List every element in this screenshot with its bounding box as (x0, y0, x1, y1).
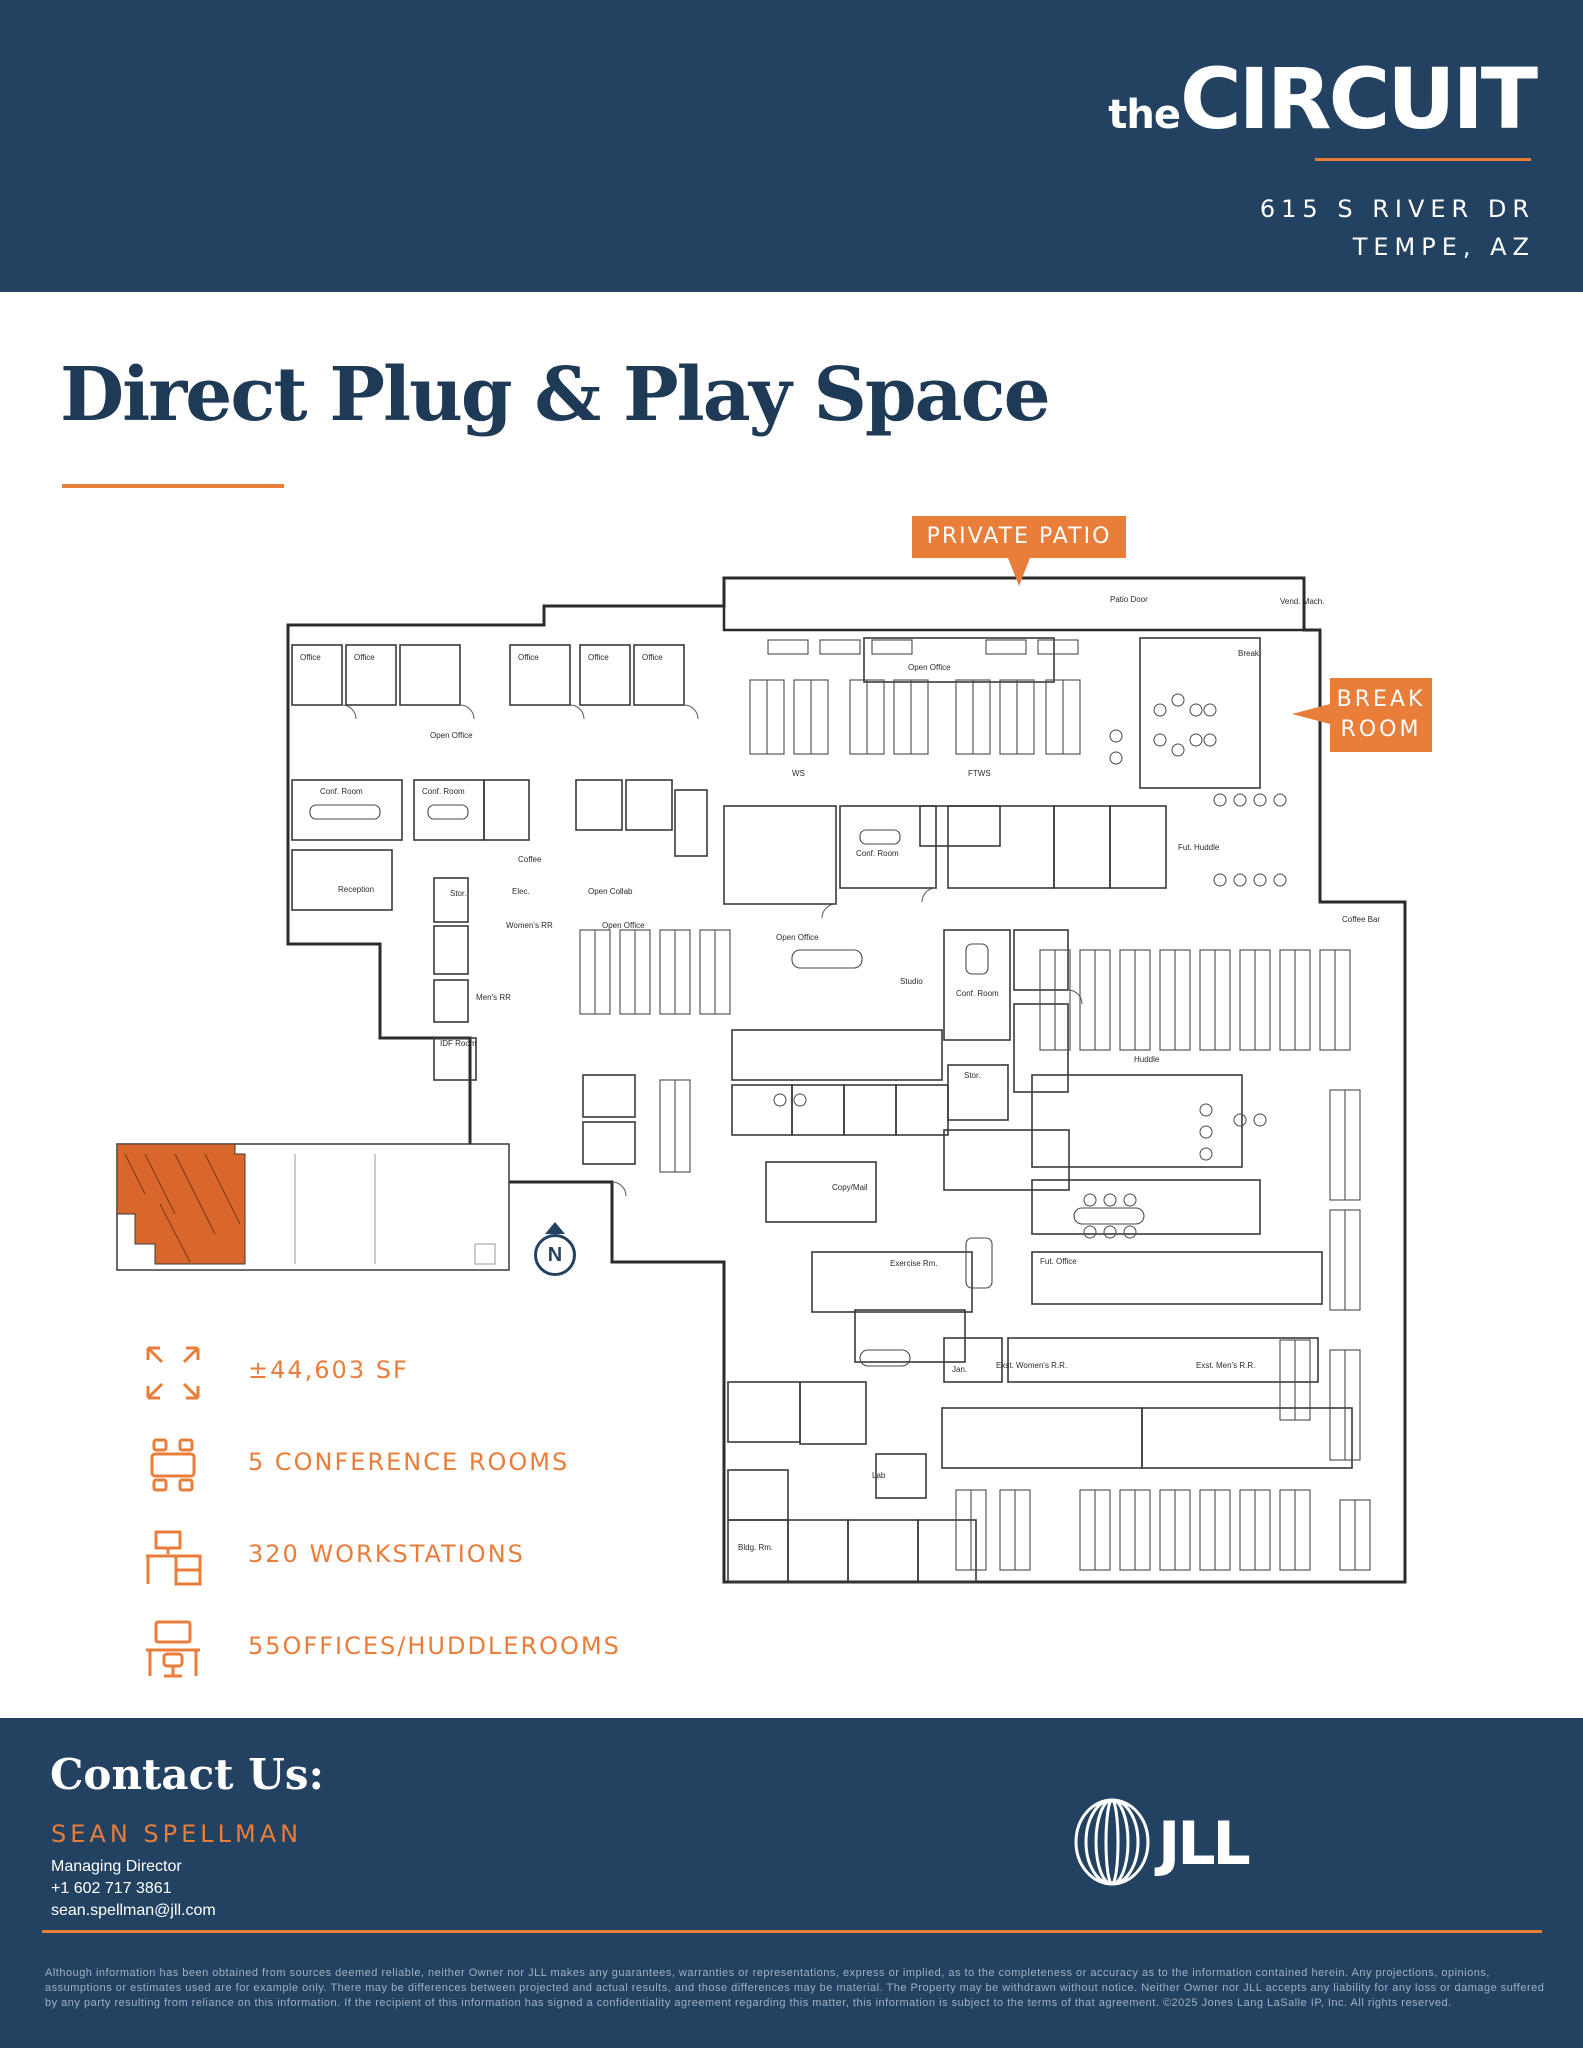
label-mens: Men's RR (476, 993, 511, 1002)
private-patio-callout: PRIVATE PATIO (912, 516, 1126, 558)
logo-circuit: CIRCUIT (1180, 50, 1538, 148)
contact-heading: Contact Us: (50, 1750, 324, 1799)
label-office-5: Office (642, 653, 663, 662)
page-title: Direct Plug & Play Space (60, 352, 1051, 438)
label-exercise: Exercise Rm. (890, 1259, 938, 1268)
label-stor: Stor. (450, 889, 466, 898)
north-arrow-icon (545, 1222, 565, 1234)
address-city: TEMPE, AZ (1352, 233, 1535, 261)
label-office-3: Office (518, 653, 539, 662)
label-open-office-4: Open Office (776, 933, 819, 942)
label-elec: Elec. (512, 887, 530, 896)
stat-conference-rooms: 5 CONFERENCE ROOMS (140, 1432, 660, 1502)
label-studio: Studio (900, 977, 923, 986)
footer-banner (0, 1718, 1583, 2048)
contact-name: SEAN SPELLMAN (51, 1820, 303, 1848)
property-address: 615 S RIVER DR TEMPE, AZ (1260, 190, 1535, 266)
workstation-desk-icon (146, 1530, 202, 1586)
label-copy-mail: Copy/Mail (832, 1183, 868, 1192)
label-bldg: Bldg. Rm. (738, 1543, 773, 1552)
expand-arrows-icon (146, 1346, 200, 1400)
label-ext-womens: Exst. Women's R.R. (996, 1361, 1067, 1370)
footer-divider (42, 1930, 1542, 1933)
header-banner (0, 0, 1583, 292)
stat-conference-rooms-text: 5 CONFERENCE ROOMS (248, 1448, 570, 1476)
label-womens: Women's RR (506, 921, 553, 930)
label-lab: Lab (872, 1471, 886, 1480)
label-ftws: FTWS (968, 769, 991, 778)
jll-logo: JLL (1074, 1798, 1253, 1886)
contact-phone[interactable]: +1 602 717 3861 (51, 1880, 172, 1897)
jll-wordmark: JLL (1154, 1809, 1250, 1879)
stat-offices-text: 55OFFICES/HUDDLEROOMS (248, 1632, 621, 1660)
north-compass: N (534, 1234, 576, 1276)
legal-disclaimer: Although information has been obtained f… (45, 1967, 1545, 2009)
label-huddle: Huddle (1134, 1055, 1160, 1064)
label-conf-room-1: Conf. Room (320, 787, 363, 796)
circuit-logo: theCIRCUIT (1108, 50, 1538, 148)
label-conf-room-2: Conf. Room (422, 787, 465, 796)
stat-workstations-text: 320 WORKSTATIONS (248, 1540, 525, 1568)
conference-table-icon (150, 1438, 196, 1492)
label-fut-huddle: Fut. Huddle (1178, 843, 1220, 852)
address-street: 615 S RIVER DR (1259, 195, 1535, 223)
label-open-office-2: Open Office (430, 731, 473, 740)
label-break: Break (1238, 649, 1260, 658)
label-office-1: Office (300, 653, 321, 662)
label-conf-room-4: Conf. Room (956, 989, 999, 998)
label-jan: Jan. (952, 1365, 967, 1374)
contact-email[interactable]: sean.spellman@jll.com (51, 1902, 216, 1919)
label-coffee: Coffee (518, 855, 542, 864)
label-open-collab: Open Collab (588, 887, 633, 896)
office-chair-desk-icon (146, 1620, 200, 1678)
stat-workstations: 320 WORKSTATIONS (140, 1524, 660, 1594)
break-room-callout: BREAK ROOM (1330, 678, 1432, 752)
break-room-line2: ROOM (1340, 717, 1422, 742)
label-fut-office: Fut. Office (1040, 1257, 1077, 1266)
logo-divider (1315, 158, 1531, 161)
label-coffee-bar: Coffee Bar (1342, 915, 1380, 924)
title-divider (62, 484, 284, 488)
stat-square-footage-text: ±44,603 SF (248, 1356, 409, 1384)
logo-the: the (1108, 92, 1181, 138)
label-vend: Vend. Mach. (1280, 597, 1324, 606)
label-idf: IDF Room (440, 1039, 477, 1048)
label-office-2: Office (354, 653, 375, 662)
break-room-pointer-icon (1292, 704, 1330, 724)
contact-role: Managing Director (51, 1858, 182, 1875)
floor-plan: Open Office Patio Door Break Office Offi… (286, 576, 1407, 1584)
stat-square-footage: ±44,603 SF (140, 1340, 660, 1410)
label-conf-room-3: Conf. Room (856, 849, 899, 858)
break-room-line1: BREAK (1336, 687, 1426, 712)
stat-offices: 55OFFICES/HUDDLEROOMS (140, 1616, 660, 1686)
key-plan (116, 1143, 510, 1271)
label-patio-door: Patio Door (1110, 595, 1148, 604)
patio-pointer-icon (1008, 558, 1030, 586)
label-ext-mens: Exst. Men's R.R. (1196, 1361, 1255, 1370)
label-reception: Reception (338, 885, 374, 894)
label-office-4: Office (588, 653, 609, 662)
label-open-office: Open Office (908, 663, 951, 672)
label-ws: WS (792, 769, 805, 778)
label-stor-2: Stor. (964, 1071, 980, 1080)
label-open-office-3: Open Office (602, 921, 645, 930)
